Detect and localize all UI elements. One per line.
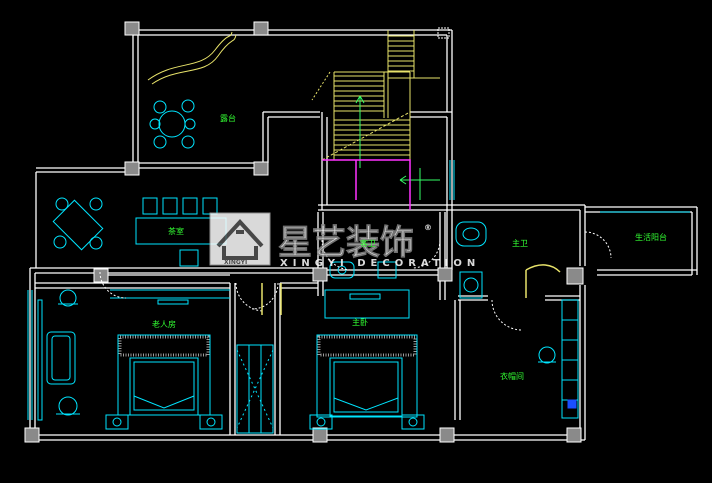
label-master-bath: 主卫 <box>512 238 528 248</box>
walls <box>29 29 698 441</box>
label-elder-room: 老人房 <box>152 319 176 329</box>
terrace-furniture <box>147 31 237 149</box>
stair-handrail <box>322 159 411 210</box>
label-terrace: 露台 <box>220 113 236 123</box>
label-master-bedroom: 主卧 <box>352 317 368 327</box>
dressing-room-furniture <box>538 299 579 419</box>
windows <box>27 160 690 420</box>
columns <box>24 21 584 443</box>
staircase <box>311 30 440 161</box>
watermark-registered: ® <box>424 223 432 232</box>
door-leaves <box>261 264 561 315</box>
label-dressing-room: 衣帽间 <box>500 371 524 381</box>
stair-arrows <box>355 95 440 200</box>
label-guest-bath: 客卫 <box>360 238 376 248</box>
bath-fixtures <box>329 221 487 299</box>
label-tea-room: 茶室 <box>168 226 184 236</box>
room-labels: 露台 茶室 客卫 主卫 衣帽间 主卧 老人房 生活阳台 <box>152 113 667 381</box>
watermark-logo-caption: XINGYI <box>224 259 247 266</box>
bed-headboard-right <box>317 335 417 357</box>
tea-room-furniture <box>52 197 227 267</box>
bed-headboard-left <box>118 335 210 357</box>
doors <box>99 231 612 331</box>
elder-room-furniture <box>37 289 230 430</box>
wardrobe <box>236 344 274 434</box>
house-logo-icon <box>216 219 264 260</box>
watermark-latin: XINGYI DECORATION <box>280 258 480 269</box>
master-bedroom-furniture <box>309 289 425 430</box>
watermark-brand: 星艺装饰 <box>278 223 414 263</box>
brand-watermark: XINGYI 星艺装饰 ® XINGYI DECORATION <box>209 212 480 269</box>
label-balcony: 生活阳台 <box>635 232 667 242</box>
